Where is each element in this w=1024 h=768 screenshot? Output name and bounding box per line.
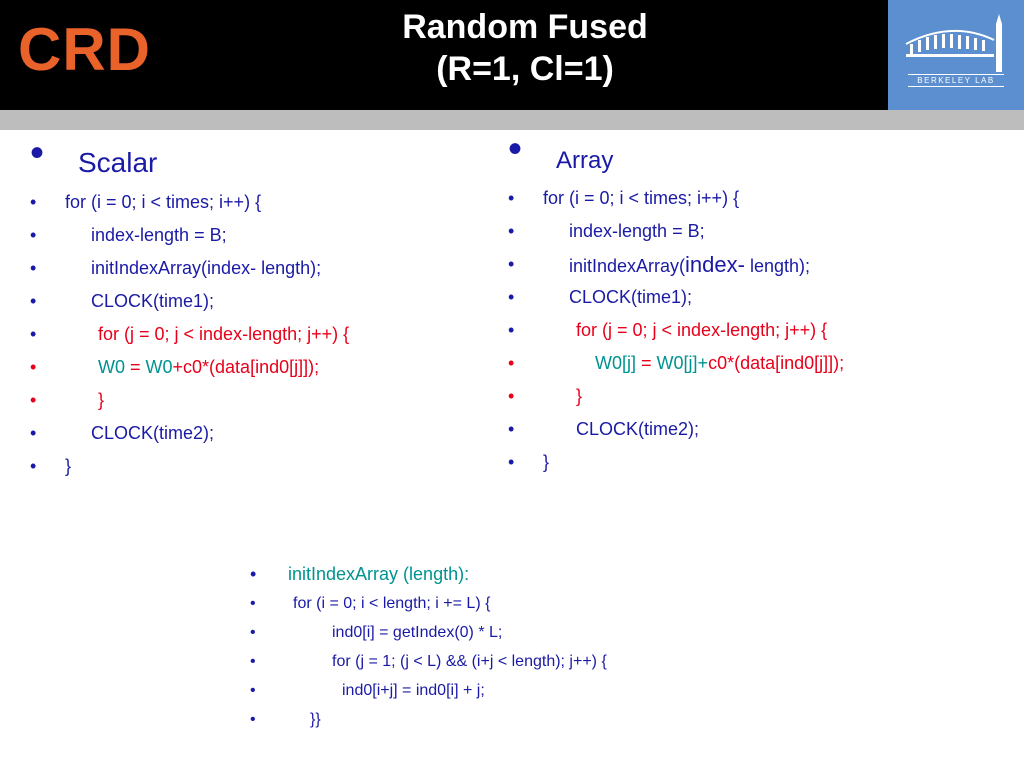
header-bar: CRD Random Fused (R=1, Cl=1) BERKELEY LA…	[0, 0, 1024, 110]
berkeley-lab-logo: BERKELEY LAB	[888, 0, 1024, 110]
scalar-heading-text: Scalar	[78, 147, 158, 178]
header-divider	[0, 110, 1024, 130]
bullet: •	[30, 131, 45, 175]
crd-logo: CRD	[18, 16, 151, 83]
slide-title: Random Fused (R=1, Cl=1)	[280, 6, 770, 90]
berkeley-lab-building-icon	[905, 14, 1002, 72]
berkeley-lab-text: BERKELEY LAB	[908, 74, 1004, 87]
title-line-1: Random Fused	[402, 8, 648, 46]
bullet: •	[508, 127, 523, 171]
title-line-2: (R=1, Cl=1)	[436, 50, 614, 88]
array-heading-text: Array	[556, 147, 614, 174]
